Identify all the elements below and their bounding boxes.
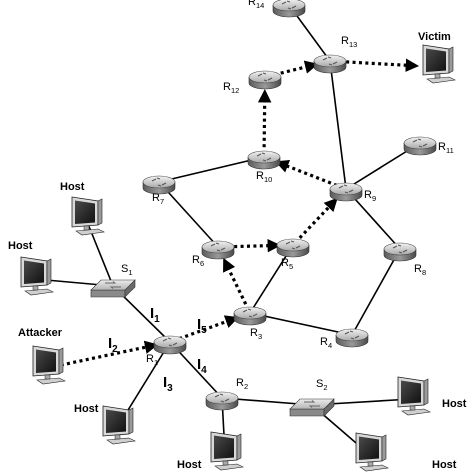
router-label-r2: R2 [236,377,248,391]
router-label-r6: R6 [192,254,204,268]
router-icon-r13 [313,54,347,74]
interface-label-i1: I1 [150,305,160,325]
router-label-r7: R7 [152,192,164,206]
router-icon-r1 [153,335,187,355]
attack-arrow-R12-R13 [274,60,319,77]
host-d-label: Host [177,459,202,471]
host-f-label: Host [432,459,457,471]
router-icon-r2 [205,391,239,411]
interface-label-i2: I2 [108,335,118,355]
attack-arrow-R3-R6 [223,257,248,305]
victim-label: Victim [418,31,451,43]
computer-icon-host-c [102,405,137,445]
switch-label-s1: S1 [121,263,133,277]
host-e-label: Host [442,398,467,410]
router-label-r13: R13 [341,35,357,49]
router-icon-r9 [329,182,363,202]
router-label-r10: R10 [256,170,272,184]
router-label-r8: R8 [414,263,426,277]
attacker-label: Attacker [18,327,63,339]
computer-icon-host-e [397,376,432,416]
nodes-layer [20,0,457,472]
link-host-a-S1 [85,218,114,287]
router-label-r11: R11 [438,141,454,155]
router-icon-r14 [272,0,306,18]
router-icon-r5 [276,238,310,258]
router-icon-r10 [247,150,281,170]
host-b-label: Host [8,240,33,252]
router-label-r9: R9 [364,189,376,203]
switch-icon-s1 [90,279,136,298]
attack-arrow-R13-victim [339,58,420,72]
router-label-r4: R4 [320,336,332,350]
switch-label-s2: S2 [316,378,328,392]
attack-arrow-R9-R10 [275,159,338,187]
interface-label-i3: I3 [163,374,173,394]
computer-icon-host-d [210,431,245,471]
attack-arrow-R10-R12 [257,88,272,148]
link-R4-R8 [351,248,401,336]
interface-label-i4: I4 [197,356,207,376]
attack-arrow-R5-R9 [298,197,338,239]
attack-arrow-attacker-R1 [60,340,159,367]
router-icon-r8 [383,242,417,262]
router-icon-r12 [248,70,282,90]
host-a-label: Host [60,181,85,193]
link-R7-R10 [158,156,265,183]
computer-icon-victim [422,44,457,84]
router-icon-r6 [201,240,235,260]
router-icon-r3 [233,306,267,326]
host-c-label: Host [74,403,99,415]
computer-icon-host-f [355,432,390,472]
switch-icon-s2 [289,398,335,417]
computer-icon-host-b [20,256,55,296]
attack-arrow-R1-R3 [178,315,239,341]
router-icon-r11 [403,136,437,156]
router-label-r1: R1 [146,353,158,367]
router-label-r3: R3 [250,327,262,341]
router-label-r12: R12 [223,81,239,95]
link-R9-R13 [329,60,347,190]
attack-arrow-R6-R5 [227,238,282,253]
router-label-r5: R5 [281,257,293,271]
attack-path-layer [60,58,420,367]
link-R3-R4 [249,312,353,336]
interface-label-i5: I5 [197,316,207,336]
router-label-r14: R14 [248,0,264,10]
computer-icon-host-a [71,196,106,236]
computer-icon-attacker [32,345,67,385]
router-icon-r7 [142,175,176,195]
router-icon-r4 [335,328,369,348]
